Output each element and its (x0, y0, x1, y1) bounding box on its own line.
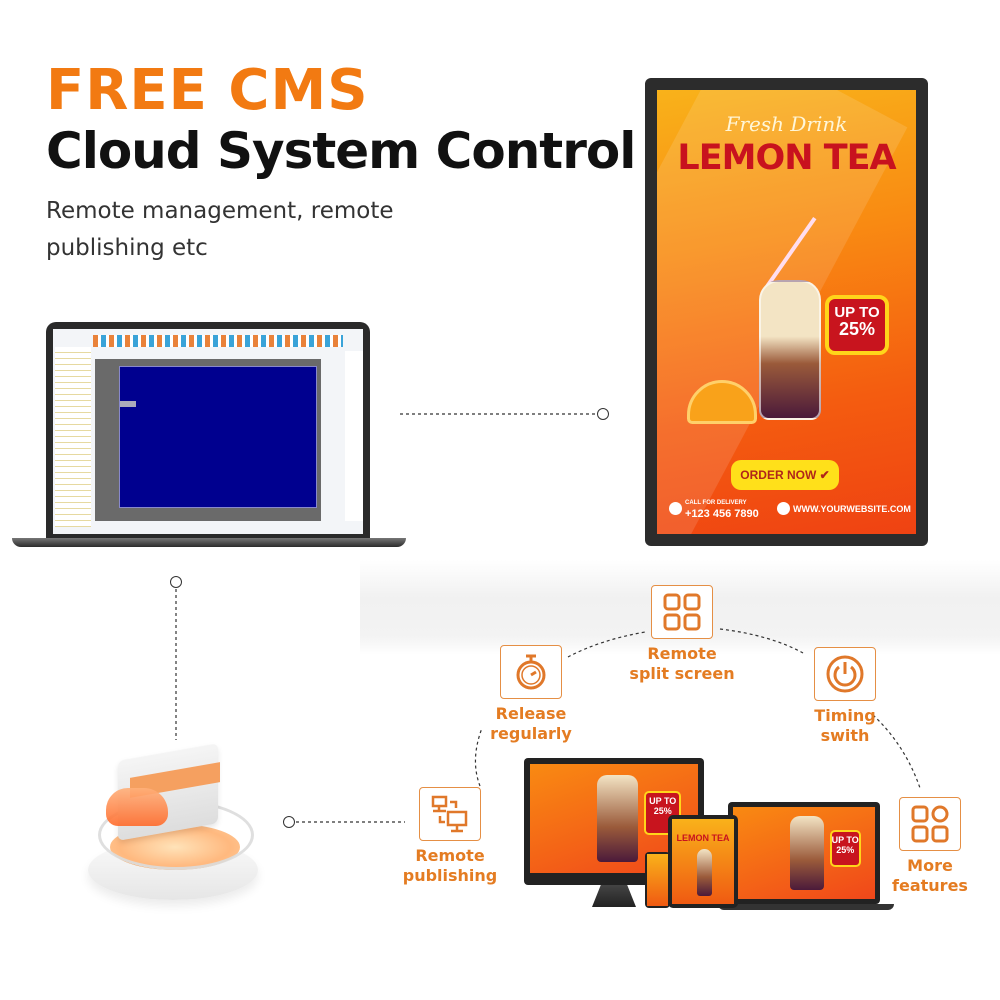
feature-remote-split-screen (651, 585, 713, 639)
globe-icon (777, 502, 790, 515)
phone-screen (647, 854, 668, 906)
phone-device (645, 852, 670, 908)
digital-signage-display: Fresh Drink LEMON TEA UP TO 25% ORDER NO… (645, 78, 928, 546)
feature-release-regularly (500, 645, 562, 699)
drink-jar (759, 280, 821, 420)
apps-icon (911, 805, 949, 843)
headline-cloud-system-control: Cloud System Control (46, 122, 636, 180)
badge-line2: 25% (838, 319, 876, 339)
laptop-device-base (718, 904, 894, 910)
feature-more-features (899, 797, 961, 851)
poster-title: LEMON TEA (677, 138, 896, 178)
poster-script-title: Fresh Drink (725, 112, 848, 136)
cms-toolbar (93, 335, 343, 347)
connector-node (597, 408, 609, 420)
connector-node (283, 816, 295, 828)
laptop-cms (46, 322, 370, 540)
phone-icon (669, 502, 682, 515)
laptop-base (12, 538, 406, 547)
headline-free-cms: FREE CMS (46, 58, 369, 123)
cloud-icon (106, 788, 168, 826)
discount-badge: UP TO 25% (825, 295, 889, 355)
stopwatch-icon (516, 654, 546, 690)
network-computers-icon (431, 795, 468, 833)
feature-timing-switch (814, 647, 876, 701)
tablet-title: LEMON TEA (676, 833, 730, 843)
call-label: CALL FOR DELIVERY (685, 500, 747, 506)
order-now-button: ORDER NOW ✔ (731, 460, 839, 490)
connector-node (170, 576, 182, 588)
cms-file-tree (55, 347, 91, 527)
monitor-stand (592, 885, 636, 907)
cms-properties-panel (345, 351, 363, 521)
order-now-label: ORDER NOW (740, 468, 817, 482)
tablet-screen: LEMON TEA (672, 819, 734, 904)
tablet-device: LEMON TEA (668, 815, 738, 908)
cms-program-area (119, 366, 317, 508)
check-icon: ✔ (819, 468, 830, 482)
subtitle: Remote management, remote publishing etc (46, 198, 394, 261)
feature-remote-publishing (419, 787, 481, 841)
cms-element (120, 401, 136, 407)
lemon-tea-poster: Fresh Drink LEMON TEA UP TO 25% ORDER NO… (657, 90, 916, 534)
website: WWW.YOURWEBSITE.COM (793, 504, 911, 514)
phone-number: +123 456 7890 (685, 508, 759, 520)
cms-software-window (53, 329, 363, 534)
badge-line1: UP TO (834, 304, 880, 321)
power-icon (826, 655, 864, 693)
grid-icon (663, 593, 701, 631)
